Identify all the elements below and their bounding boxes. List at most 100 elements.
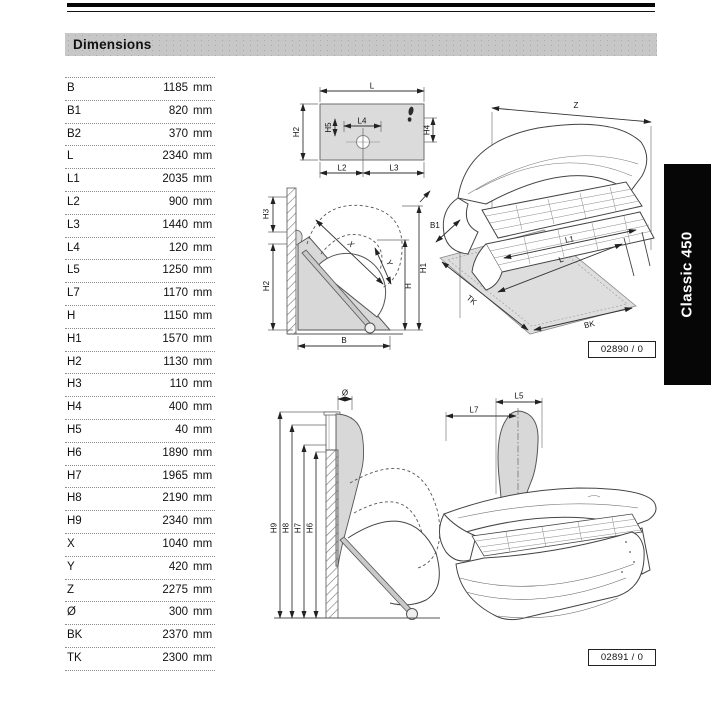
dimension-unit: mm xyxy=(193,195,213,208)
dimension-unit: mm xyxy=(193,309,213,322)
canopy-support-arm xyxy=(442,197,479,255)
dimension-label: B1 xyxy=(67,104,82,117)
dim-label-l7: L7 xyxy=(470,406,479,415)
strut-roller xyxy=(364,322,376,334)
dimension-value: 1185 xyxy=(163,82,188,94)
dimension-label: H9 xyxy=(67,515,82,528)
table-row: H 1150 mm xyxy=(65,304,215,328)
dimension-value: 110 xyxy=(169,378,188,391)
table-row: L4 120 mm xyxy=(65,236,215,260)
page-title: Dimensions xyxy=(73,37,152,52)
support-strut xyxy=(339,536,415,616)
lamp-grid xyxy=(471,513,643,557)
dimension-value: 370 xyxy=(168,127,188,140)
table-row: H4 400 mm xyxy=(65,396,215,419)
dimension-value: 2340 xyxy=(162,515,188,528)
dimension-value: 2275 xyxy=(162,583,188,596)
dimension-value: 2370 xyxy=(162,629,188,642)
table-row: B1 820 mm xyxy=(65,99,215,123)
dimension-unit: mm xyxy=(193,583,213,596)
lower-body xyxy=(455,531,645,621)
wall-hatch xyxy=(286,187,297,335)
dim-label-h8: H8 xyxy=(282,522,291,533)
dimension-unit: mm xyxy=(193,378,213,391)
table-row: Z 2275 mm xyxy=(65,578,215,602)
dimension-label: H3 xyxy=(67,378,82,391)
dimension-unit: mm xyxy=(193,446,213,459)
model-name: Classic 450 xyxy=(679,231,697,318)
dim-label-h5: H5 xyxy=(324,122,333,133)
dimension-unit: mm xyxy=(193,537,213,550)
folded-bed-profile xyxy=(335,413,365,567)
dimension-unit: mm xyxy=(193,287,213,300)
table-row: L3 1440 mm xyxy=(65,213,215,237)
dimension-unit: mm xyxy=(193,264,213,277)
table-row: Y 420 mm xyxy=(65,555,215,579)
leader-arrow xyxy=(419,190,431,203)
dimension-unit: mm xyxy=(193,492,213,505)
dim-label-l3: L3 xyxy=(390,164,399,173)
table-row: B2 370 mm xyxy=(65,122,215,146)
dimension-unit: mm xyxy=(193,82,213,94)
table-row: TK 2300 mm xyxy=(65,646,215,670)
dim-label-l: L xyxy=(557,254,565,264)
grid-lines xyxy=(475,516,642,553)
dimension-label: H8 xyxy=(67,492,82,505)
table-row: H6 1890 mm xyxy=(65,441,215,465)
bed-outline xyxy=(347,520,440,606)
dimension-unit: mm xyxy=(193,150,213,163)
canopy-grid-lines xyxy=(485,186,640,231)
dimension-label: H1 xyxy=(67,332,82,345)
footprint-icon xyxy=(407,106,414,122)
table-row: B 1185 mm xyxy=(65,77,215,100)
dimension-label: B2 xyxy=(67,127,82,140)
dim-label-bk: BK xyxy=(583,319,596,330)
dim-label-h9: H9 xyxy=(270,522,279,533)
figure-perspective-folded: L5 L7 xyxy=(439,392,657,621)
table-row: L7 1170 mm xyxy=(65,282,215,305)
dimension-value: 120 xyxy=(168,241,188,254)
dimension-value: 2035 xyxy=(162,173,188,186)
dim-label-h: H xyxy=(404,283,413,289)
top-rule xyxy=(67,3,655,12)
dimension-label: Z xyxy=(67,583,75,596)
dimension-unit: mm xyxy=(193,515,213,528)
dimension-label: Y xyxy=(67,560,75,573)
dimension-label: L2 xyxy=(67,195,80,208)
dim-label-h4: H4 xyxy=(423,124,432,135)
dimension-label: BK xyxy=(67,629,83,642)
dim-label-diameter: Ø xyxy=(342,389,348,398)
dim-label-h1: H1 xyxy=(419,262,428,273)
dimension-label: H4 xyxy=(67,401,82,414)
vent-pipe-flange xyxy=(323,411,341,416)
table-row: H1 1570 mm xyxy=(65,327,215,351)
model-side-tab: Classic 450 xyxy=(664,164,711,385)
dimension-value: 900 xyxy=(168,195,188,208)
canopy-detail-lines xyxy=(457,495,639,519)
dimension-unit: mm xyxy=(193,651,213,664)
dimension-unit: mm xyxy=(193,241,213,254)
dimension-label: L4 xyxy=(67,241,80,254)
dimension-value: 820 xyxy=(168,104,188,117)
dim-label-h7: H7 xyxy=(294,522,303,533)
dimension-label: H xyxy=(67,309,76,322)
dim-label-l1: L1 xyxy=(564,234,575,245)
dim-label-h3: H3 xyxy=(263,208,271,219)
canopy-swing-path xyxy=(349,468,441,569)
dimension-lines xyxy=(300,88,436,176)
dimension-label: TK xyxy=(67,651,82,664)
dimensions-table: B 1185 mm B1 820 mm B2 370 mm L 2340 mm xyxy=(65,77,215,671)
dimension-label: B xyxy=(67,82,75,94)
dimension-label: X xyxy=(67,537,75,550)
dimension-unit: mm xyxy=(193,104,213,117)
dimension-lines xyxy=(270,190,431,349)
body-trim-lines xyxy=(459,563,635,619)
dim-label-l5: L5 xyxy=(515,392,524,401)
left-end-cap xyxy=(439,513,477,562)
dimension-lines xyxy=(277,396,353,619)
table-row: L 2340 mm xyxy=(65,145,215,168)
dim-label-x: X xyxy=(345,238,356,249)
dimension-value: 1170 xyxy=(163,287,188,300)
dimension-label: H2 xyxy=(67,355,82,368)
